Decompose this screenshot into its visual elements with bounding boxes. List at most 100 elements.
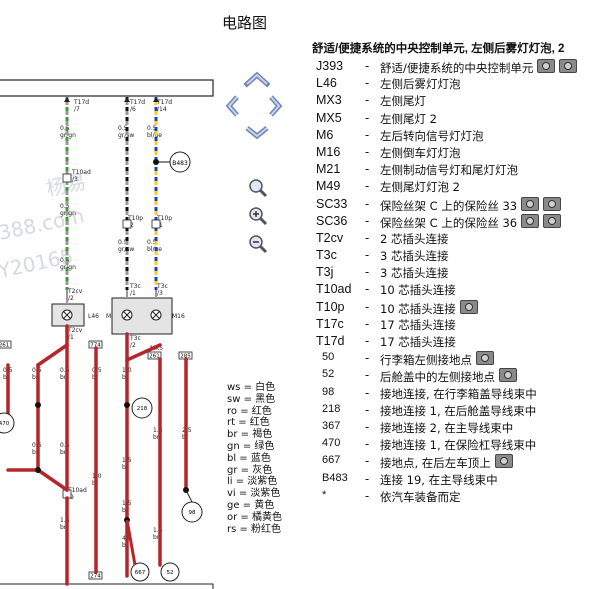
arrow-down-icon[interactable]: [245, 126, 269, 140]
separator-dash: -: [365, 282, 370, 297]
arrow-left-icon[interactable]: [225, 95, 239, 117]
component-row: 367 -接地连接 2, 在主导线束中: [312, 419, 601, 436]
component-code: T10p: [316, 299, 345, 314]
svg-text:98: 98: [189, 510, 196, 516]
camera-icon[interactable]: [499, 368, 517, 383]
svg-text:470: 470: [0, 421, 10, 427]
wire-label-2-size: 0.5: [118, 125, 128, 132]
separator-dash: -: [365, 419, 370, 434]
connector-t17d-14: T17d: [156, 99, 172, 106]
component-description: 10 芯插头连接: [380, 299, 478, 317]
component-description: 接地连接 2, 在主导线束中: [380, 420, 513, 436]
component-description-text: 3 芯插头连接: [380, 266, 449, 281]
separator-dash: -: [365, 213, 370, 228]
component-row: 50-行李箱左侧接地点: [312, 350, 601, 367]
ground-218: [131, 397, 153, 419]
svg-text:261: 261: [149, 354, 160, 360]
wire-label-1-size: 0.5: [60, 125, 70, 132]
panel-title: 舒适/便捷系统的中央控制单元, 左侧后雾灯灯泡, 2: [312, 43, 565, 55]
component-row: MX3-左侧尾灯: [312, 92, 601, 109]
wire-label-20-size: 1.5: [153, 527, 163, 534]
camera-icon[interactable]: [521, 196, 540, 211]
camera-icon[interactable]: [543, 196, 562, 211]
component-code: 470: [322, 437, 341, 450]
svg-text:261: 261: [0, 343, 9, 349]
component-code: T2cv: [316, 230, 344, 245]
component-code: T17d: [316, 334, 345, 348]
connector-t10ad-3-pin: /3: [72, 176, 78, 183]
component-description: 后舱盖中的左侧接地点: [380, 368, 517, 385]
component-description: 10 芯插头连接: [380, 282, 456, 298]
separator-dash: -: [365, 76, 370, 91]
camera-icon[interactable]: [521, 213, 540, 228]
svg-text:285: 285: [180, 354, 191, 360]
connector-t17d-6-pin: /6: [130, 106, 136, 113]
component-description-text: 10 芯插头连接: [380, 283, 456, 298]
arrow-up-icon[interactable]: [243, 71, 271, 88]
component-description: 左侧制动信号灯和尾灯灯泡: [380, 162, 518, 178]
camera-icon[interactable]: [476, 351, 494, 366]
component-code: 367: [322, 419, 341, 432]
component-row: M16-左侧倒车灯灯泡: [312, 144, 601, 161]
component-description: 接地连接, 在行李箱盖导线束中: [380, 386, 537, 402]
arrow-right-icon[interactable]: [269, 95, 283, 117]
separator-dash: -: [365, 334, 370, 348]
camera-icon[interactable]: [543, 213, 562, 228]
separator-dash: -: [365, 299, 370, 314]
zoom-in-icon[interactable]: [248, 206, 268, 226]
component-description: 依汽车装备而定: [380, 489, 461, 505]
wire-label-3-size: 0.5: [147, 125, 157, 132]
component-description-text: 3 芯插头连接: [380, 249, 449, 264]
component-description-text: 保险丝架 C 上的保险丝 33: [380, 198, 518, 213]
component-description-text: 依汽车装备而定: [380, 489, 461, 504]
component-row: T10p -10 芯插头连接: [312, 299, 601, 316]
component-row: 470-接地连接 1, 在保险杠导线束中: [312, 436, 601, 453]
camera-icon[interactable]: [494, 454, 513, 469]
connector-t3c-1-pin: /1: [130, 290, 136, 297]
separator-dash: -: [365, 488, 370, 503]
wire-label-6-size: 0.5: [147, 239, 157, 246]
component-description: 左侧尾灯灯泡 2: [380, 179, 460, 195]
separator-dash: -: [365, 437, 370, 452]
zoom-fit-icon[interactable]: [248, 178, 268, 198]
component-row: T10ad-10 芯插头连接: [312, 281, 601, 298]
page-title: 电路图: [222, 14, 268, 32]
component-code: T3j: [316, 265, 334, 280]
camera-icon[interactable]: [459, 299, 478, 314]
camera-icon[interactable]: [537, 59, 556, 73]
camera-icon[interactable]: [559, 59, 578, 73]
legend-item: rs = 粉红色: [227, 523, 282, 535]
legend-item: ge = 黄色: [227, 499, 275, 511]
component-description-text: 连接 19, 在主导线束中: [380, 472, 498, 487]
wire-label-15-color: br: [153, 434, 160, 441]
component-description-text: 接地连接 2, 在主导线束中: [380, 420, 514, 435]
separator-dash: -: [365, 144, 370, 159]
component-description-text: 行李箱左侧接地点: [380, 353, 472, 368]
component-description-text: 后舱盖中的左侧接地点: [380, 370, 495, 385]
component-row: 52-后舱盖中的左侧接地点: [312, 367, 601, 384]
component-row: *-依汽车装备而定: [312, 488, 601, 505]
separator-dash: -: [365, 471, 370, 486]
svg-text:774: 774: [90, 343, 101, 349]
component-row: MX5-左侧尾灯 2: [312, 110, 601, 127]
connector-t3c-2: T3c: [129, 335, 141, 342]
wire-label-5-size: 0.5: [118, 239, 128, 246]
component-code: J393: [316, 59, 344, 73]
component-code: T3c: [316, 248, 337, 263]
component-description-text: 左侧尾灯灯泡 2: [380, 180, 460, 195]
connector-t3c-3: T3c: [156, 283, 168, 290]
component-row: M49-左侧尾灯灯泡 2: [312, 178, 601, 195]
zoom-out-icon[interactable]: [248, 234, 268, 254]
component-row: L46-左侧后雾灯灯泡: [312, 75, 601, 92]
connector-t10ad-3: T10ad: [71, 169, 91, 176]
component-code: M21: [316, 162, 341, 177]
legend-item: li = 淡紫色: [227, 476, 278, 488]
component-description-text: 保险丝架 C 上的保险丝 36: [380, 215, 518, 230]
connector-t2cv-1: T2cv: [67, 327, 83, 334]
separator-dash: -: [365, 248, 370, 263]
separator-dash: -: [365, 368, 370, 383]
component-description-text: 左侧尾灯: [380, 94, 426, 109]
component-row: T3j-3 芯插头连接: [312, 264, 601, 281]
separator-dash: -: [365, 110, 370, 125]
